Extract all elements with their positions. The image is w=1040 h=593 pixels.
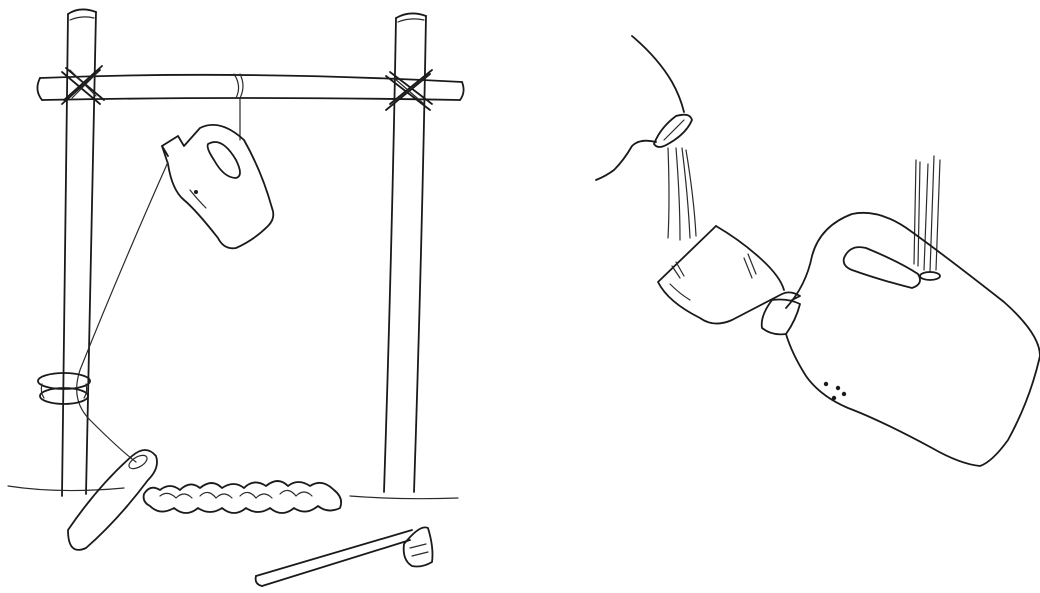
hanging-jug [162,125,273,248]
handwashing-sketch [596,36,1040,466]
right-water-stream [914,156,940,272]
hand-outline [596,36,684,180]
ground-line-right [350,496,458,499]
gravel-pit [144,481,342,513]
nozzle-cap [654,115,692,147]
right-post [384,13,426,492]
tipped-jug [658,213,1040,466]
left-water-stream [668,148,696,240]
soap-stick [256,527,433,586]
left-post [62,9,96,496]
ground-line-left [8,486,124,491]
tippy-tap-frame-sketch [8,9,464,586]
